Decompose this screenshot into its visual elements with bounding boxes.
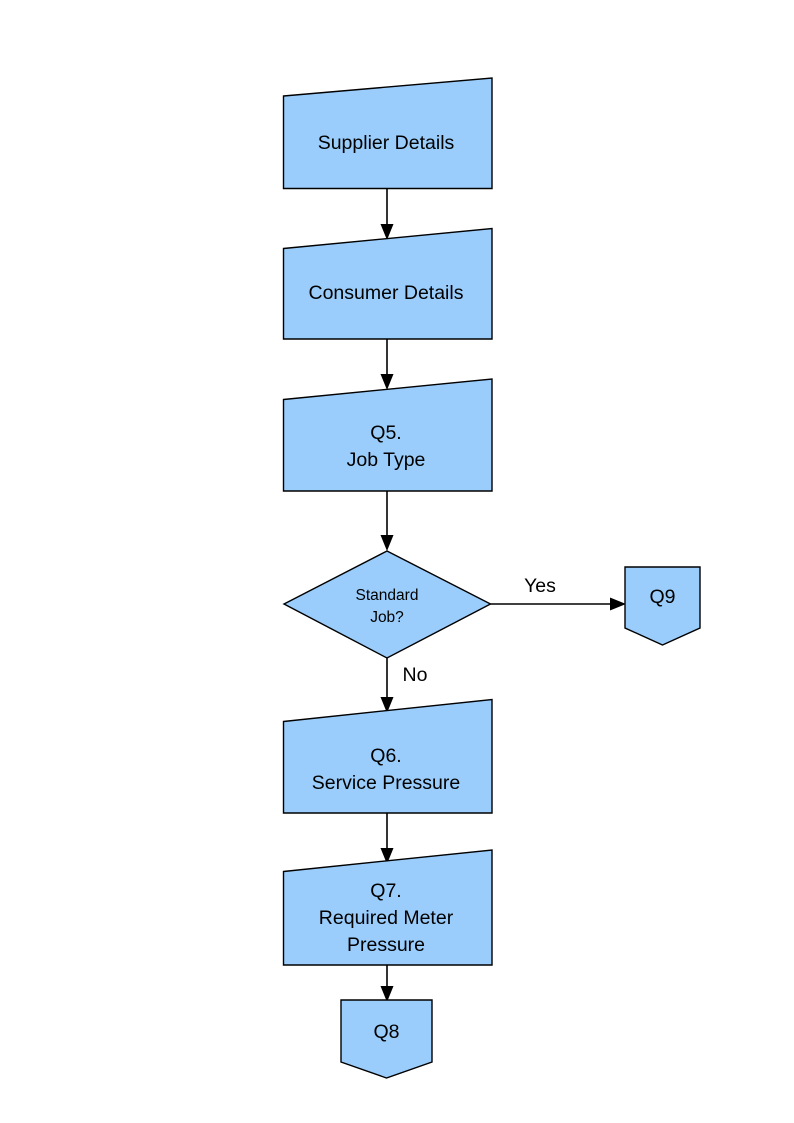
node-q9-connector[interactable]: Q9 xyxy=(624,566,701,646)
q5-job-type-label-line2: Job Type xyxy=(347,449,426,471)
connector-q6-to-q7 xyxy=(380,813,394,864)
q9-connector-shape[interactable] xyxy=(624,566,701,646)
q5-job-type-shape[interactable] xyxy=(282,378,493,492)
connector-consumer-to-q5 xyxy=(380,339,394,390)
q6-service-pressure-label-line2: Service Pressure xyxy=(312,772,460,794)
q7-required-meter-pressure-label-line1: Q7. xyxy=(370,880,401,902)
connector-decision-no-to-q6: No xyxy=(380,658,428,713)
node-supplier-details[interactable]: Supplier Details xyxy=(282,77,493,190)
q5-job-type-label-line1: Q5. xyxy=(370,422,401,444)
arrowhead-icon xyxy=(380,848,394,864)
connector-q7-to-q8 xyxy=(380,965,394,1002)
edge-label-yes: Yes xyxy=(524,575,556,597)
supplier-details-label: Supplier Details xyxy=(318,132,455,154)
edge-label-no: No xyxy=(403,664,428,686)
node-q6-service-pressure[interactable]: Q6. Service Pressure xyxy=(282,698,493,814)
node-q5-job-type[interactable]: Q5. Job Type xyxy=(282,378,493,492)
q7-required-meter-pressure-label-line3: Pressure xyxy=(347,934,425,956)
q6-service-pressure-label-line1: Q6. xyxy=(370,745,401,767)
standard-job-decision-label-line1: Standard xyxy=(356,587,419,604)
q6-service-pressure-shape[interactable] xyxy=(282,698,493,814)
arrowhead-icon xyxy=(380,697,394,713)
node-consumer-details[interactable]: Consumer Details xyxy=(282,227,493,340)
q8-connector-label: Q8 xyxy=(373,1021,399,1043)
connector-decision-yes-to-q9: Yes xyxy=(490,575,626,611)
consumer-details-label: Consumer Details xyxy=(309,282,464,304)
q7-required-meter-pressure-label-line2: Required Meter xyxy=(319,907,454,929)
arrowhead-icon xyxy=(610,597,626,611)
node-standard-job-decision[interactable]: Standard Job? xyxy=(282,550,493,659)
q7-required-meter-pressure-shape[interactable] xyxy=(282,849,493,966)
q8-connector-shape[interactable] xyxy=(340,999,433,1079)
supplier-details-shape[interactable] xyxy=(282,77,493,190)
connector-q5-to-decision xyxy=(380,491,394,551)
node-q8-connector[interactable]: Q8 xyxy=(340,999,433,1079)
arrowhead-icon xyxy=(380,535,394,551)
standard-job-decision-label-line2: Job? xyxy=(370,609,404,626)
consumer-details-shape[interactable] xyxy=(282,227,493,340)
arrowhead-icon xyxy=(380,374,394,390)
arrowhead-icon xyxy=(380,224,394,240)
standard-job-decision-shape[interactable] xyxy=(282,550,493,659)
node-q7-required-meter-pressure[interactable]: Q7. Required Meter Pressure xyxy=(282,849,493,966)
connector-supplier-to-consumer xyxy=(380,188,394,240)
q9-connector-label: Q9 xyxy=(649,586,675,608)
arrowhead-icon xyxy=(380,986,394,1002)
